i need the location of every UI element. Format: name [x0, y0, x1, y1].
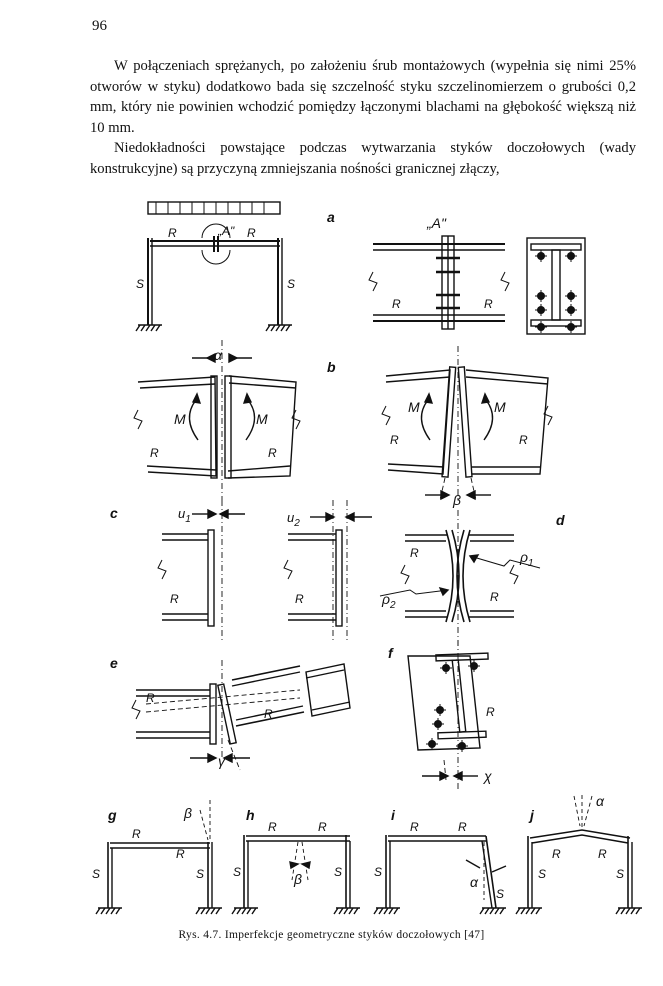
- panel-d: R R ρ1 ρ2: [379, 510, 541, 650]
- panel-h-letter: h: [246, 807, 255, 823]
- panel-a-detail: „A" R R: [368, 215, 586, 335]
- svg-text:α: α: [596, 793, 605, 809]
- svg-text:M: M: [408, 399, 420, 415]
- svg-text:R: R: [318, 820, 327, 834]
- panel-e-letter: e: [110, 655, 118, 671]
- svg-text:u2: u2: [287, 510, 300, 529]
- svg-text:S: S: [334, 865, 342, 879]
- svg-text:„A": „A": [426, 215, 447, 231]
- panel-i-letter: i: [391, 807, 396, 823]
- svg-text:R: R: [268, 820, 277, 834]
- svg-text:ρ1: ρ1: [519, 549, 534, 569]
- svg-text:S: S: [196, 867, 204, 881]
- panel-c: u1 R u2 R: [157, 500, 372, 640]
- imperfection-figure: R R „A" S S a „A" R R b: [92, 201, 643, 915]
- panel-a-label-r2: R: [247, 226, 256, 240]
- panel-g: β R R S S: [92, 800, 223, 915]
- svg-text:u1: u1: [178, 506, 191, 525]
- svg-text:S: S: [92, 867, 100, 881]
- figure-caption: Rys. 4.7. Imperfekcje geometryczne stykó…: [178, 929, 485, 941]
- svg-text:S: S: [374, 865, 382, 879]
- panel-i: α R R S S: [373, 820, 507, 915]
- svg-text:R: R: [264, 707, 273, 721]
- panel-d-letter: d: [556, 512, 565, 528]
- svg-text:R: R: [146, 691, 155, 705]
- svg-text:β: β: [452, 492, 461, 508]
- svg-text:R: R: [490, 590, 499, 604]
- svg-text:γ: γ: [218, 753, 226, 769]
- panel-g-letter: g: [107, 807, 117, 823]
- svg-text:α: α: [214, 347, 223, 363]
- panel-a-label-r1: R: [168, 226, 177, 240]
- body-text: W połączeniach sprężanych, po założeniu …: [90, 56, 636, 179]
- panel-b-letter: b: [327, 359, 336, 375]
- panel-e: R R γ: [131, 660, 351, 771]
- figure: R R „A" S S a „A" R R b: [0, 190, 663, 930]
- svg-text:R: R: [170, 592, 179, 606]
- svg-text:R: R: [598, 847, 607, 861]
- svg-text:R: R: [410, 546, 419, 560]
- svg-text:S: S: [233, 865, 241, 879]
- svg-text:M: M: [174, 411, 186, 427]
- panel-a-letter: a: [327, 209, 335, 225]
- svg-text:R: R: [410, 820, 419, 834]
- panel-j-letter: j: [528, 807, 535, 823]
- panel-f: R χ: [407, 640, 495, 790]
- svg-text:R: R: [519, 433, 528, 447]
- svg-text:M: M: [256, 411, 268, 427]
- panel-h: β R R S S: [231, 820, 361, 915]
- svg-text:R: R: [392, 297, 401, 311]
- svg-text:R: R: [176, 847, 185, 861]
- panel-b-right: M M R R β: [381, 346, 553, 508]
- svg-text:β: β: [183, 805, 192, 821]
- panel-a-label-s2: S: [287, 277, 295, 291]
- svg-text:S: S: [496, 887, 504, 901]
- panel-a-label-detail: „A": [217, 224, 235, 238]
- svg-text:M: M: [494, 399, 506, 415]
- svg-text:R: R: [458, 820, 467, 834]
- panel-a-frame: R R „A" S S: [135, 201, 295, 332]
- page-number: 96: [92, 18, 107, 34]
- svg-text:R: R: [150, 446, 159, 460]
- svg-text:S: S: [616, 867, 624, 881]
- svg-text:R: R: [390, 433, 399, 447]
- svg-text:R: R: [484, 297, 493, 311]
- svg-text:β: β: [293, 871, 302, 887]
- panel-b-left: α M M R R: [133, 340, 301, 500]
- paragraph-2: Niedokładności powstające podczas wytwar…: [90, 140, 636, 177]
- paragraph-1: W połączeniach sprężanych, po założeniu …: [90, 58, 636, 136]
- svg-text:ρ2: ρ2: [381, 591, 396, 611]
- panel-a-label-s1: S: [136, 277, 144, 291]
- svg-text:R: R: [132, 827, 141, 841]
- svg-text:R: R: [486, 705, 495, 719]
- svg-text:R: R: [268, 446, 277, 460]
- svg-text:R: R: [552, 847, 561, 861]
- panel-c-letter: c: [110, 505, 118, 521]
- svg-text:χ: χ: [482, 768, 492, 784]
- panel-f-letter: f: [388, 645, 394, 661]
- panel-j: α R R S S: [515, 793, 643, 915]
- svg-text:α: α: [470, 874, 479, 890]
- svg-text:S: S: [538, 867, 546, 881]
- svg-text:R: R: [295, 592, 304, 606]
